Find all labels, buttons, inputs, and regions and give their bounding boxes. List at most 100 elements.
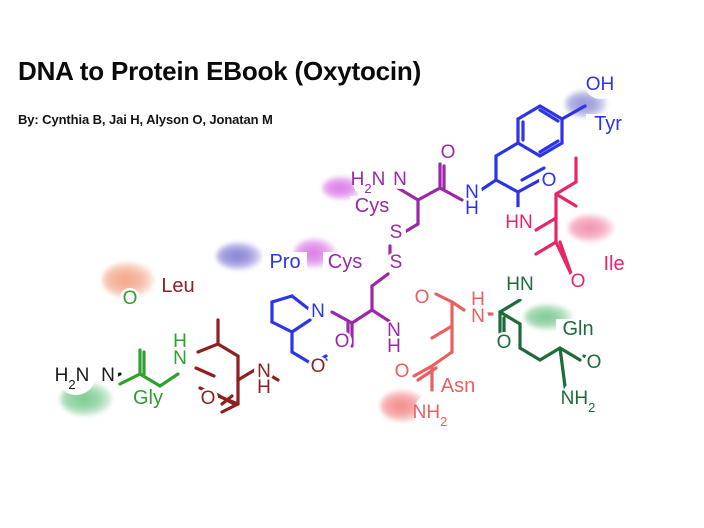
atom-halo [56,355,96,395]
residue-label-halo [126,388,170,409]
atom-label-hn: HN [506,274,533,295]
atom-label-hn: HN [505,212,532,233]
bond-line [538,141,564,158]
residue-label-halo [592,254,636,275]
atom-halo [438,142,458,162]
bond-line [416,186,442,202]
bond-line [558,346,582,362]
bond-line [560,104,587,121]
atom-halo [468,289,488,309]
residue-label-cys-1: Cys [355,195,389,217]
bond-line [196,342,220,354]
atom-label-n: N [311,301,325,322]
atom-label-n: N [173,348,187,369]
bond-line [498,310,522,326]
bond-line [194,366,216,378]
residue-label-halo [350,196,394,217]
atom-halo [414,392,454,432]
atom-halo [412,287,432,307]
atom-label-o: O [587,352,602,373]
atom-label-h: H [387,336,401,357]
atom-halo [170,331,190,351]
bond-line [438,186,464,202]
bond-line [554,192,578,208]
bond-line [138,372,162,388]
residue-label-leu-8: Leu [161,275,194,297]
atom-halo [120,288,140,308]
page-title: DNA to Protein EBook (Oxytocin) [18,56,422,86]
atom-halo [462,182,482,202]
atom-label-o: O [441,142,456,163]
atom-halo [308,356,328,376]
residue-label-halo [556,319,600,340]
atom-label-s: S [390,252,403,273]
atom-label-o: O [123,288,138,309]
atom-label-o: O [415,287,430,308]
atom-halo [384,336,404,356]
bond-line [290,350,314,366]
residue-label-ile-3: Ile [603,253,624,275]
atom-label-o: O [311,356,326,377]
bond-line [220,402,240,414]
bond-line [270,294,294,304]
bond-line [158,372,180,388]
atom-halo [390,169,410,189]
bond-line [330,310,354,325]
atom-label-o: O [201,388,216,409]
atom-label-o: O [542,170,557,191]
bond-line [516,178,542,194]
atom-halo [254,361,274,381]
atom-halo [170,348,190,368]
atom-halo [585,69,615,99]
atom-label-h: H [471,289,485,310]
residue-label-asn-5: Asn [441,375,475,397]
bond-line [412,364,434,378]
bond-line [554,240,574,278]
bond-line [534,240,558,256]
atom-halo [584,352,604,372]
bond-line [558,346,568,396]
bond-line [538,104,564,121]
atom-halo [539,170,559,190]
bond-line [370,272,390,288]
atom-halo [386,252,406,272]
bond-line [370,308,394,325]
bond-line [118,372,142,386]
bond-line [516,104,542,121]
atom-halo [468,306,488,326]
atom-label-n: N [387,320,401,341]
atom-label-o: O [395,361,410,382]
bond-line [516,141,542,158]
atom-halo [392,361,412,381]
atom-halo [562,378,602,418]
bond-line [554,180,578,196]
bond-line [450,300,466,312]
atom-label-n: N [465,182,479,203]
residue-label-gln-4: Gln [562,318,593,340]
atom-label-n: N [101,365,115,386]
bond-line [290,294,312,312]
bond-line [434,292,454,304]
atom-label-o: O [497,332,512,353]
bond-line [520,166,546,182]
byline: By: Cynthia B, Jai H, Alyson O, Jonatan … [18,112,273,127]
bond-line [494,178,520,194]
bond-line [534,216,558,232]
residue-label-gly-9: Gly [133,387,163,409]
residue-label-halo [156,276,200,297]
residue-label-halo [586,114,630,135]
atom-halo [308,301,328,321]
bond-line [416,366,438,382]
atom-halo [386,222,406,242]
bond-line [430,350,454,368]
residue-label-pro-7: Pro [269,251,300,273]
atom-halo [384,320,404,340]
residue-label-halo [436,376,480,397]
residue-label-tyr-2: Tyr [594,113,622,135]
bond-line [494,141,520,158]
residue-label-halo [263,252,307,273]
bond-line [216,342,240,358]
atom-halo [198,388,218,408]
atom-halo [352,159,392,199]
